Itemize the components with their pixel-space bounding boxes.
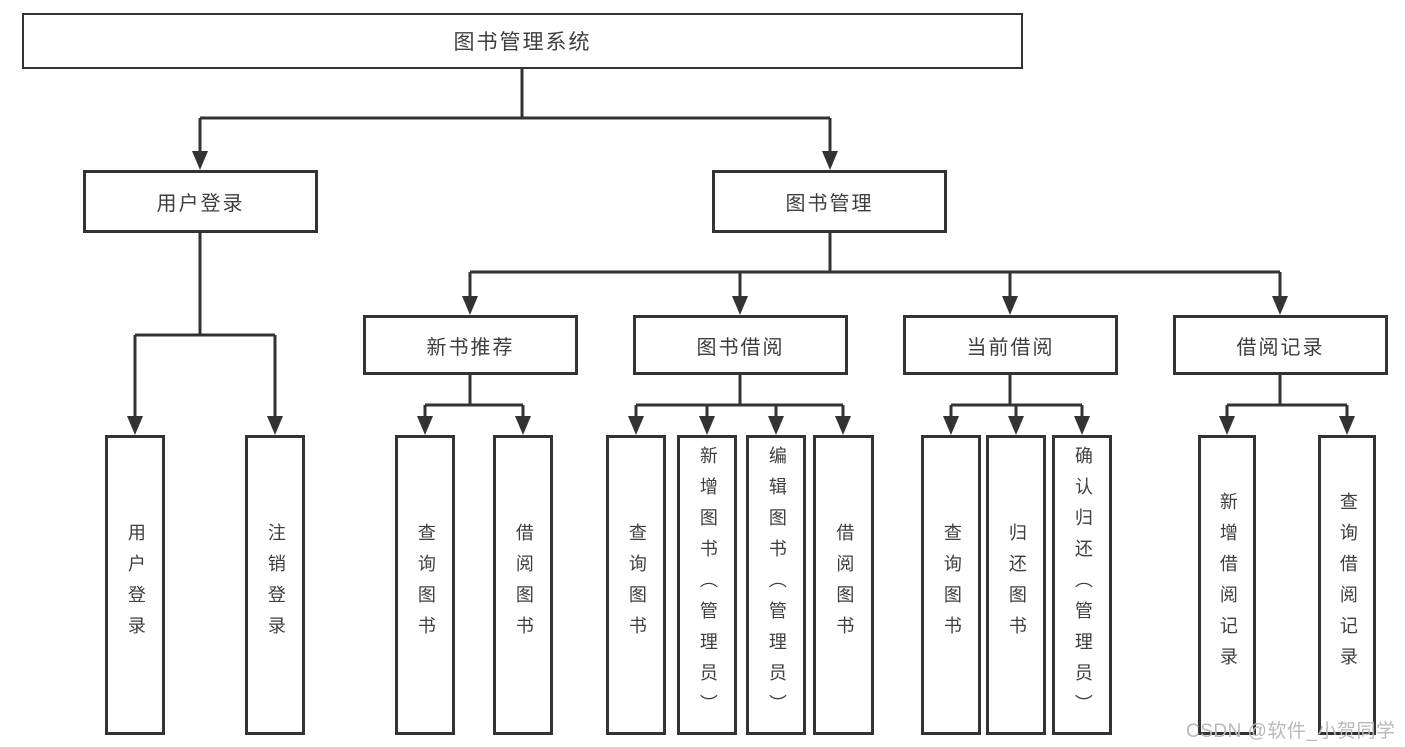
node-new-book-recommend: 新书推荐 xyxy=(363,315,578,375)
node-borrow-records: 借阅记录 xyxy=(1173,315,1388,375)
leaf-add-borrow-record: 新增借阅记录 xyxy=(1198,435,1256,735)
node-user-login: 用户登录 xyxy=(83,170,318,233)
branch-lines xyxy=(133,69,1349,417)
node-root: 图书管理系统 xyxy=(22,13,1023,69)
leaf-user-login: 用户登录 xyxy=(105,435,165,735)
leaf-query-books-current: 查询图书 xyxy=(921,435,981,735)
leaf-logout: 注销登录 xyxy=(245,435,305,735)
node-book-management: 图书管理 xyxy=(712,170,947,233)
leaf-query-books-borrow: 查询图书 xyxy=(606,435,666,735)
node-current-borrow: 当前借阅 xyxy=(903,315,1118,375)
csdn-watermark: CSDN @软件_小贺同学 xyxy=(1186,721,1396,742)
leaf-query-books-recommend: 查询图书 xyxy=(395,435,455,735)
leaf-borrow-books: 借阅图书 xyxy=(813,435,874,735)
leaf-add-books-admin: 新增图书（管理员） xyxy=(677,435,737,735)
node-book-borrow: 图书借阅 xyxy=(633,315,848,375)
arrowheads xyxy=(127,151,1355,435)
leaf-edit-books-admin: 编辑图书（管理员） xyxy=(746,435,806,735)
leaf-return-books: 归还图书 xyxy=(986,435,1046,735)
leaf-confirm-return-admin: 确认归还（管理员） xyxy=(1052,435,1112,735)
leaf-borrow-books-recommend: 借阅图书 xyxy=(493,435,553,735)
leaf-query-borrow-record: 查询借阅记录 xyxy=(1318,435,1376,735)
